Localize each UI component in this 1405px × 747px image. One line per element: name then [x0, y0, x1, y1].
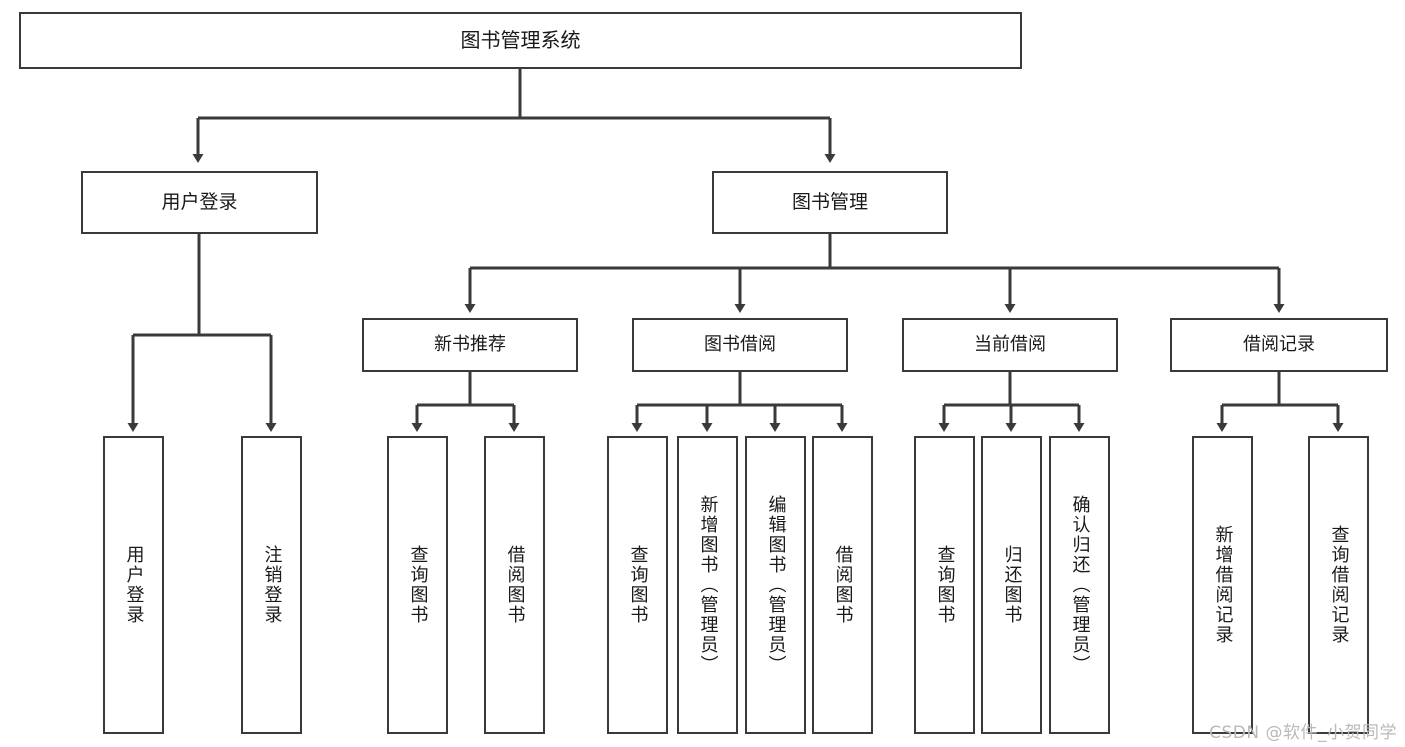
- leaf-new-book-borrow-label: 借阅图书: [504, 545, 526, 625]
- node-borrow-record-label: 借阅记录: [1243, 334, 1315, 356]
- node-new-book-recommend-label: 新书推荐: [434, 334, 506, 356]
- leaf-current-borrow-return[interactable]: 归还图书: [981, 436, 1042, 734]
- leaf-book-borrow-edit[interactable]: 编辑图书（管理员）: [745, 436, 806, 734]
- node-book-borrow-label: 图书借阅: [704, 334, 776, 356]
- node-current-borrow[interactable]: 当前借阅: [902, 318, 1118, 372]
- watermark-text: CSDN @软件_小贺同学: [1209, 723, 1397, 743]
- node-root[interactable]: 图书管理系统: [19, 12, 1022, 69]
- node-current-borrow-label: 当前借阅: [974, 334, 1046, 356]
- node-user-login-label: 用户登录: [161, 191, 238, 214]
- node-book-manage-label: 图书管理: [791, 191, 868, 214]
- leaf-borrow-record-add-label: 新增借阅记录: [1212, 525, 1234, 645]
- leaf-new-book-query[interactable]: 查询图书: [387, 436, 448, 734]
- node-new-book-recommend[interactable]: 新书推荐: [362, 318, 578, 372]
- node-book-manage[interactable]: 图书管理: [712, 171, 948, 234]
- leaf-borrow-record-query[interactable]: 查询借阅记录: [1308, 436, 1369, 734]
- node-book-borrow[interactable]: 图书借阅: [632, 318, 848, 372]
- leaf-book-borrow-add-label: 新增图书（管理员）: [697, 495, 719, 675]
- leaf-book-borrow-add[interactable]: 新增图书（管理员）: [677, 436, 738, 734]
- leaf-new-book-borrow[interactable]: 借阅图书: [484, 436, 545, 734]
- leaf-user-login-logout[interactable]: 注销登录: [241, 436, 302, 734]
- leaf-borrow-record-query-label: 查询借阅记录: [1328, 525, 1350, 645]
- leaf-user-login-logout-label: 注销登录: [261, 545, 283, 625]
- leaf-new-book-query-label: 查询图书: [407, 545, 429, 625]
- leaf-user-login-login-label: 用户登录: [123, 545, 145, 625]
- leaf-book-borrow-borrow-label: 借阅图书: [832, 545, 854, 625]
- leaf-book-borrow-borrow[interactable]: 借阅图书: [812, 436, 873, 734]
- leaf-book-borrow-query-label: 查询图书: [627, 545, 649, 625]
- leaf-current-borrow-return-label: 归还图书: [1001, 545, 1023, 625]
- leaf-book-borrow-query[interactable]: 查询图书: [607, 436, 668, 734]
- leaf-book-borrow-edit-label: 编辑图书（管理员）: [765, 495, 787, 675]
- node-borrow-record[interactable]: 借阅记录: [1170, 318, 1388, 372]
- node-user-login[interactable]: 用户登录: [81, 171, 318, 234]
- leaf-current-borrow-confirm[interactable]: 确认归还（管理员）: [1049, 436, 1110, 734]
- leaf-current-borrow-query-label: 查询图书: [934, 545, 956, 625]
- leaf-borrow-record-add[interactable]: 新增借阅记录: [1192, 436, 1253, 734]
- leaf-user-login-login[interactable]: 用户登录: [103, 436, 164, 734]
- node-root-label: 图书管理系统: [460, 27, 581, 52]
- leaf-current-borrow-confirm-label: 确认归还（管理员）: [1069, 495, 1091, 675]
- leaf-current-borrow-query[interactable]: 查询图书: [914, 436, 975, 734]
